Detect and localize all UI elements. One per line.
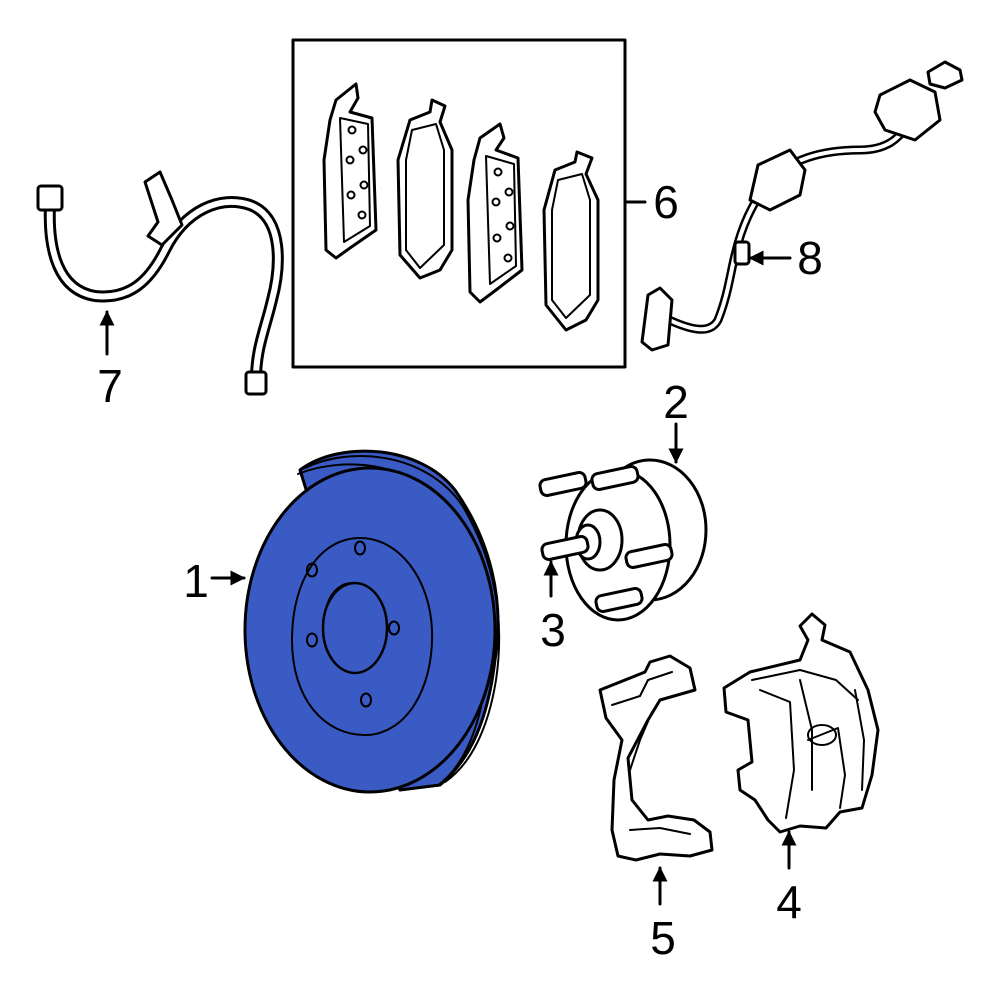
callout-7: 7 <box>97 360 123 412</box>
sensor-plug <box>926 60 964 90</box>
brake-pad-4 <box>542 150 600 332</box>
hose-fitting-end <box>244 370 268 396</box>
lug-hole <box>388 620 400 636</box>
hose-fitting-top <box>36 184 64 212</box>
sensor-bracket <box>748 148 807 212</box>
brake-hose[interactable] <box>36 170 284 396</box>
callout-2: 2 <box>663 376 689 428</box>
callout-6: 6 <box>653 176 679 228</box>
pad-kit-frame <box>291 38 627 369</box>
brake-pad-kit[interactable] <box>291 38 627 369</box>
wheel-stud <box>590 465 640 491</box>
wheel-stud <box>538 471 588 497</box>
lug-hole <box>306 632 318 648</box>
wheel-studs[interactable] <box>538 465 674 613</box>
lug-hole <box>354 540 366 556</box>
rotor-hat <box>291 537 434 736</box>
callout-3: 3 <box>540 604 566 656</box>
callout-4: 4 <box>776 876 802 928</box>
callout-1: 1 <box>183 555 209 607</box>
brake-pad-1 <box>322 82 378 260</box>
brake-caliper[interactable] <box>722 612 880 834</box>
lug-hole <box>360 692 372 708</box>
brake-pad-2 <box>396 98 454 280</box>
sensor-connector <box>873 78 942 142</box>
rotor-center-bore <box>321 581 389 675</box>
wheel-stud <box>540 535 590 561</box>
wheel-stud <box>594 587 644 613</box>
lug-hole <box>306 562 318 578</box>
callout-8: 8 <box>797 232 823 284</box>
hose-bracket <box>143 170 184 247</box>
callout-5: 5 <box>650 912 676 964</box>
wheel-stud <box>624 543 674 569</box>
abs-sensor[interactable] <box>640 60 964 352</box>
sensor-head <box>640 286 674 352</box>
caliper-bracket[interactable] <box>598 654 714 862</box>
brake-pad-3 <box>466 122 524 304</box>
sensor-clip <box>733 240 751 266</box>
brake-rotor[interactable] <box>243 449 501 794</box>
